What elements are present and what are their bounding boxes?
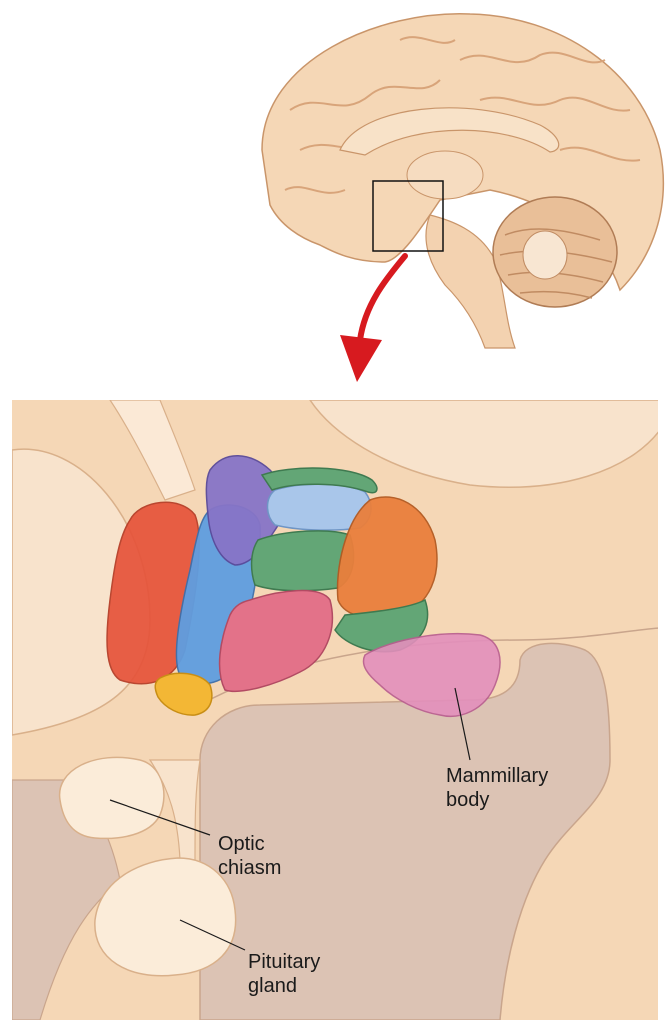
- label-mammillary-line2: body: [446, 789, 489, 811]
- label-optic-line1: Optic: [218, 833, 265, 855]
- label-optic-line2: chiasm: [218, 857, 281, 879]
- label-pituitary-line1: Pituitary: [248, 951, 320, 973]
- label-pituitary-line2: gland: [248, 975, 297, 997]
- curved-arrow-down-icon: [360, 256, 405, 340]
- arrow-head: [340, 335, 382, 382]
- thalamus: [407, 151, 483, 199]
- label-mammillary-line1: Mammillary: [446, 765, 548, 787]
- optic-chiasm-structure: [60, 757, 164, 838]
- arbor-vitae: [523, 231, 567, 279]
- brain-sagittal-view: [262, 14, 663, 382]
- hypothalamus-enlarged-view: [12, 400, 660, 1020]
